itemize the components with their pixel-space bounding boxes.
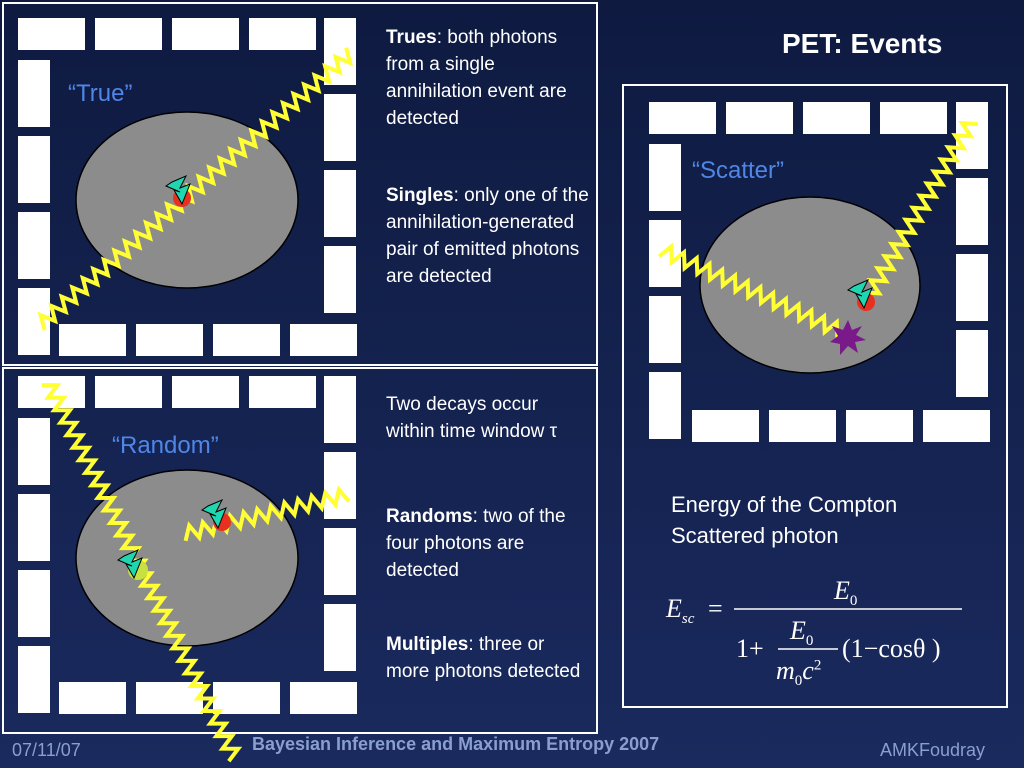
true-photon-wave <box>37 47 354 331</box>
eq-den-sup: 2 <box>813 657 822 674</box>
equation-inner-denominator: m0c2 <box>776 656 821 690</box>
eq-lhs-E: E <box>666 594 682 623</box>
scatter-photon-wave-left <box>657 242 840 338</box>
random-detectors <box>18 376 357 714</box>
scatter-event-star <box>830 320 866 355</box>
equation-lhs: Esc <box>666 594 694 628</box>
scatter-label: “Scatter” <box>692 157 785 184</box>
two-decays-text: Two decays occur within time window τ <box>386 394 558 442</box>
scatter-panel <box>622 84 1008 708</box>
multiples-description: Multiples: three or more photons detecte… <box>386 631 586 685</box>
eq-den-m: m <box>776 656 795 685</box>
singles-description: Singles: only one of the annihilation-ge… <box>386 182 591 290</box>
equation-one-plus: 1+ <box>736 634 764 663</box>
multiples-desc: : three or more photons detected <box>386 634 581 682</box>
randoms-term: Randoms <box>386 506 473 527</box>
scatter-body-ellipse <box>699 196 921 374</box>
footer-conference: Bayesian Inference and Maximum Entropy 2… <box>252 734 660 754</box>
random-panel <box>2 367 598 734</box>
equation-numerator: E0 <box>834 576 857 610</box>
footer-author: AMKFoudray <box>880 740 986 760</box>
trues-desc: : both photons from a single annihilatio… <box>386 27 567 129</box>
singles-term: Singles <box>386 185 454 206</box>
eq-den-c: c <box>802 656 814 685</box>
trues-term: Trues <box>386 27 437 48</box>
eq-inner-num-E: E <box>790 616 806 645</box>
eq-num-sub: 0 <box>849 593 858 610</box>
equation-equals: = <box>708 594 723 623</box>
true-panel <box>2 2 598 366</box>
compton-caption-line1: Energy of the Compton <box>671 492 898 517</box>
scatter-detectors <box>649 102 990 442</box>
trues-description: Trues: both photons from a single annihi… <box>386 24 586 132</box>
singles-desc: : only one of the annihilation-generated… <box>386 185 589 287</box>
multiples-term: Multiples <box>386 634 469 655</box>
equation-inner-numerator: E0 <box>790 616 813 650</box>
true-detectors <box>18 18 357 356</box>
slide-title: PET: Events <box>782 28 943 59</box>
eq-den-sub: 0 <box>794 673 803 690</box>
eq-num-E: E <box>834 576 850 605</box>
eq-lhs-sub: sc <box>681 611 695 628</box>
eq-inner-num-sub: 0 <box>805 633 814 650</box>
equation-paren: (1−cosθ ) <box>842 634 941 663</box>
true-label: “True” <box>68 80 133 107</box>
scatter-photon-wave-up <box>859 120 978 307</box>
random-photon-wave-short <box>183 485 351 542</box>
randoms-desc: : two of the four photons are detected <box>386 506 566 581</box>
random-label: “Random” <box>112 432 219 459</box>
randoms-description: Randoms: two of the four photons are det… <box>386 503 576 584</box>
compton-caption-line2: Scattered photon <box>671 523 839 548</box>
footer-date: 07/11/07 <box>12 740 81 760</box>
